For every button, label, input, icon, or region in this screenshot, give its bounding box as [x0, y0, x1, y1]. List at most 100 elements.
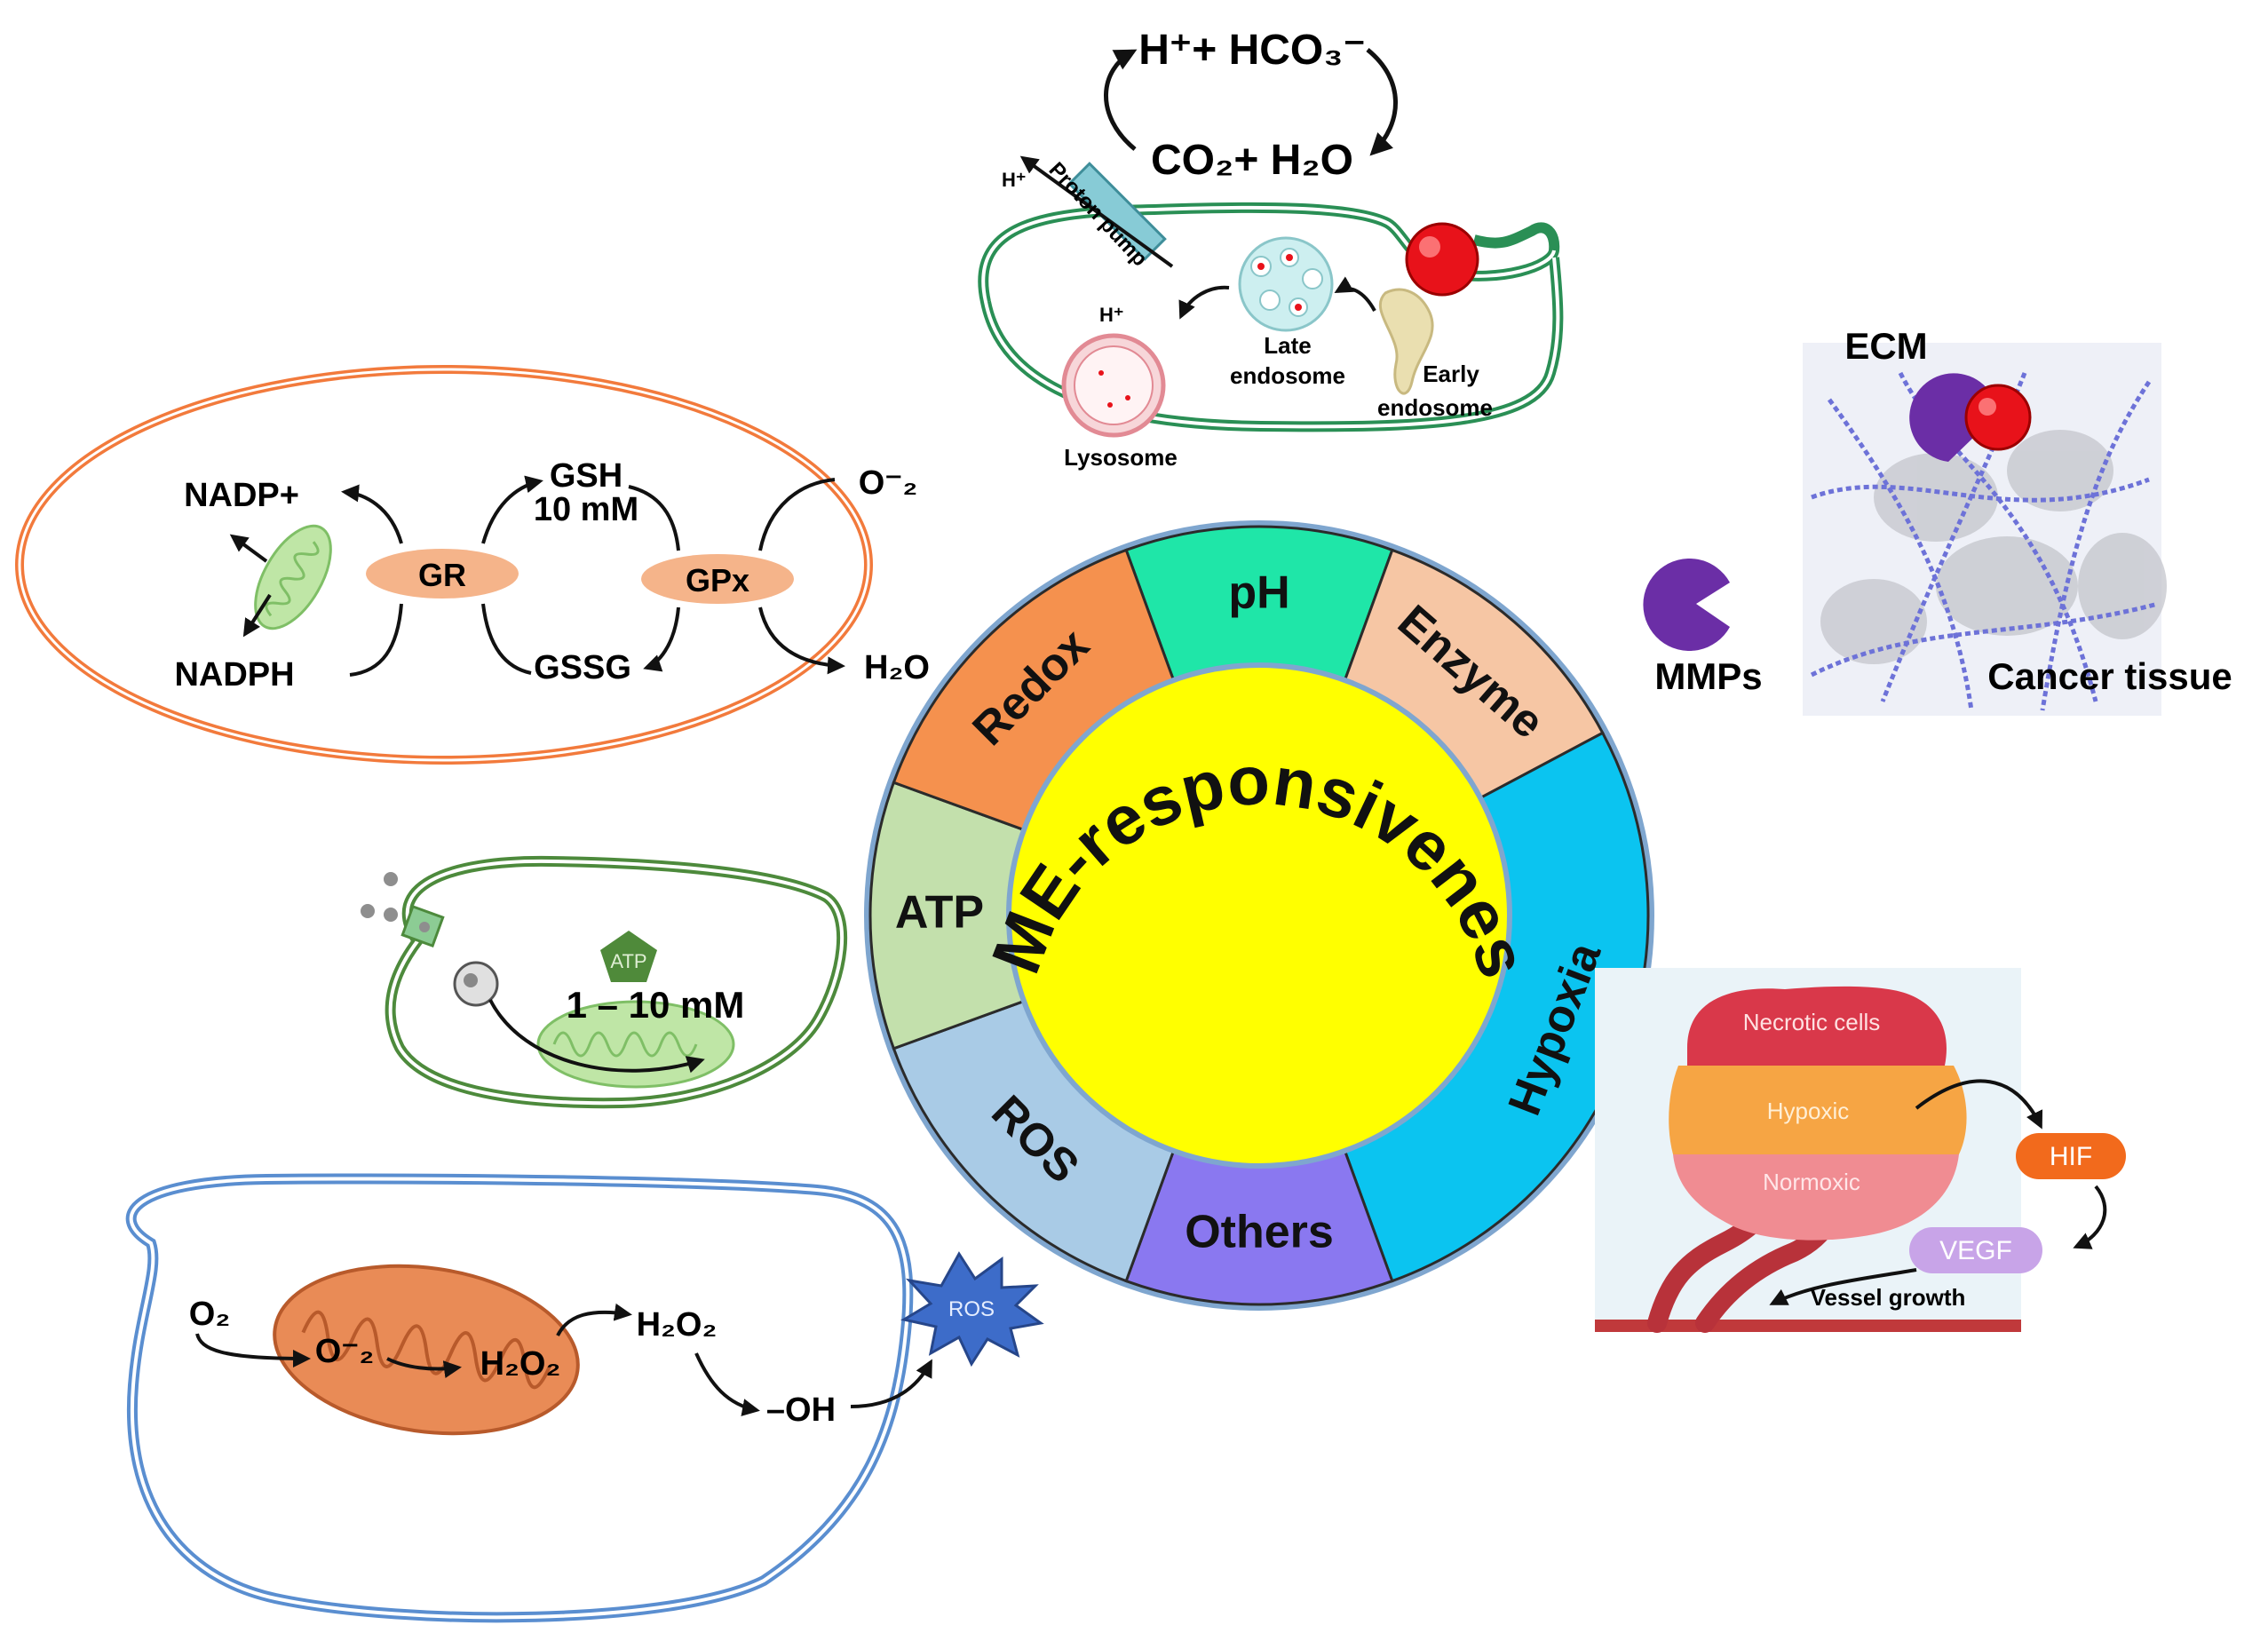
ecm-fiber	[2040, 380, 2152, 711]
nanoparticle-highlight	[1419, 236, 1440, 258]
hypoxic-label: Hypoxic	[1767, 1098, 1849, 1124]
necrotic-layer	[1687, 986, 1947, 1066]
hif-to-vegf-arrow	[2073, 1185, 2107, 1249]
o2-label: O⁻₂	[859, 464, 918, 502]
o2-to-gpx-curve	[758, 478, 836, 551]
lysosome-label: Lysosome	[1064, 444, 1178, 471]
ecm-fiber	[1810, 601, 2159, 678]
proton-pump-arrow	[1019, 155, 1174, 268]
vegf-badge	[1909, 1227, 2042, 1273]
redox-mitochondrion-icon	[254, 524, 332, 630]
atp-molecule-dot	[419, 922, 430, 932]
atp-concentration: 1 – 10 mM	[567, 984, 745, 1026]
atp-mitochondrion-cristae	[552, 1031, 698, 1058]
oh-to-ros-arrow	[850, 1359, 932, 1408]
redox-cell-membrane-inner	[18, 368, 870, 762]
wheel-core	[1006, 662, 1512, 1169]
atp-badge-icon	[600, 931, 657, 982]
mmps-icon	[1643, 559, 1730, 651]
vesicle	[1302, 268, 1323, 289]
mmps-label: MMPs	[1654, 655, 1762, 697]
h2o-label: H₂O	[864, 649, 930, 686]
tissue-cell	[1874, 453, 1998, 542]
gssg-label: GSSG	[534, 649, 631, 686]
vesicle	[1259, 289, 1281, 311]
atp-release-arrow	[488, 999, 705, 1074]
ros-o2-label: O₂	[189, 1296, 230, 1333]
segment-label-ph: pH	[1228, 567, 1289, 619]
cargo-dot	[1098, 370, 1104, 376]
hypoxic-layer	[1669, 1066, 1967, 1154]
ecm-fiber	[1827, 398, 1974, 711]
nadph-label: NADPH	[174, 656, 294, 694]
ph-cycle-right-arrow	[1366, 48, 1398, 156]
gr-to-gsh-arrow	[481, 475, 543, 544]
hydroxyl-label: –OH	[766, 1391, 836, 1429]
necrotic-label: Necrotic cells	[1743, 1009, 1881, 1035]
ecm-nanoparticle-highlight	[1979, 398, 1996, 416]
nadp-arrow	[229, 534, 268, 563]
h2o2-to-oh-arrow	[694, 1352, 760, 1416]
atp-molecule-dot	[384, 908, 398, 922]
gsh-concentration: 10 mM	[534, 491, 638, 528]
atp-cell-membrane-inner	[388, 859, 845, 1106]
segment-label-others: Others	[1185, 1207, 1334, 1258]
tissue-cell	[2078, 533, 2167, 639]
cargo-dot	[1125, 395, 1130, 400]
hif-badge	[2016, 1133, 2126, 1179]
ecm-nanoparticle-icon	[1964, 384, 2032, 451]
ros-cell-membrane-inner	[129, 1177, 910, 1620]
o2-to-superoxide-arrow	[195, 1333, 311, 1368]
vegf-to-vessel-arrow	[1769, 1268, 1917, 1305]
cargo-dot	[1257, 263, 1265, 270]
cargo-dot	[1295, 304, 1302, 311]
cargo-dot	[1107, 402, 1113, 408]
ros-burst-icon	[900, 1251, 1044, 1368]
enzyme-panel: ECM MMPs Cancer tissue	[1643, 325, 2232, 716]
cargo-dot	[1286, 254, 1293, 261]
ph-panel: H⁺+ HCO₃⁻ CO₂+ H₂O H⁺ H⁺ Proton pump Ear…	[978, 27, 1564, 471]
gpx-to-gssg-arrow	[643, 606, 680, 672]
nanoparticle-icon	[1405, 222, 1479, 297]
late-endosome-label-1: Late	[1264, 332, 1311, 359]
gsh-label: GSH	[550, 457, 623, 495]
early-endosome-label-2: endosome	[1377, 394, 1493, 421]
ph-cycle-left-arrow	[1104, 49, 1138, 151]
nadp-label: NADP+	[184, 477, 299, 514]
gsh-to-gpx-curve	[628, 485, 680, 551]
redox-mitochondrion-cristae	[265, 541, 320, 617]
tissue-cell	[1936, 536, 2078, 636]
proton-pump-icon	[1067, 162, 1167, 261]
gr-label: GR	[418, 557, 466, 593]
gpx-to-h2o-arrow	[758, 606, 845, 675]
tissue-cell	[1820, 579, 1927, 664]
gssg-to-gr-curve	[481, 603, 532, 675]
hif-label: HIF	[2050, 1142, 2092, 1171]
h-in-label: H⁺	[1099, 304, 1124, 326]
hypoxia-panel: Necrotic cells Hypoxic Normoxic HIF VEGF…	[1595, 968, 2126, 1333]
ros-burst-label: ROS	[948, 1297, 995, 1321]
early-endosome-label-1: Early	[1423, 361, 1479, 387]
atp-nanoparticle-core	[464, 973, 478, 987]
h2o2-outer-label: H₂O₂	[637, 1306, 718, 1344]
vessel-growth-label: Vessel growth	[1811, 1284, 1966, 1311]
h-out-label: H⁺	[1002, 169, 1027, 191]
ecm-label: ECM	[1844, 325, 1927, 367]
late-to-lysosome-arrow	[1178, 285, 1230, 320]
ros-mitochondrion-cristae	[301, 1310, 551, 1390]
ph-bottom-equation: CO₂+ H₂O	[1151, 137, 1353, 184]
vegf-label: VEGF	[1939, 1236, 2012, 1265]
atp-molecule-dot	[361, 904, 375, 918]
superoxide-to-h2o2-arrow	[386, 1357, 462, 1379]
gpx-label: GPx	[686, 562, 749, 599]
h2o2-inner-label: H₂O₂	[480, 1345, 561, 1383]
hypoxic-to-hif-arrow	[1915, 1079, 2043, 1130]
gr-to-nadp-arrow	[341, 484, 403, 544]
cancer-tissue-label: Cancer tissue	[1987, 655, 2232, 697]
atp-panel: ATP 1 – 10 mM	[361, 855, 848, 1109]
nadph-to-gr-curve	[349, 603, 403, 677]
ph-top-equation: H⁺+ HCO₃⁻	[1138, 27, 1366, 74]
normoxic-label: Normoxic	[1763, 1169, 1860, 1195]
redox-panel: NADP+ NADPH GR GSH 10 mM GSSG GPx O⁻₂ H₂…	[15, 365, 930, 765]
